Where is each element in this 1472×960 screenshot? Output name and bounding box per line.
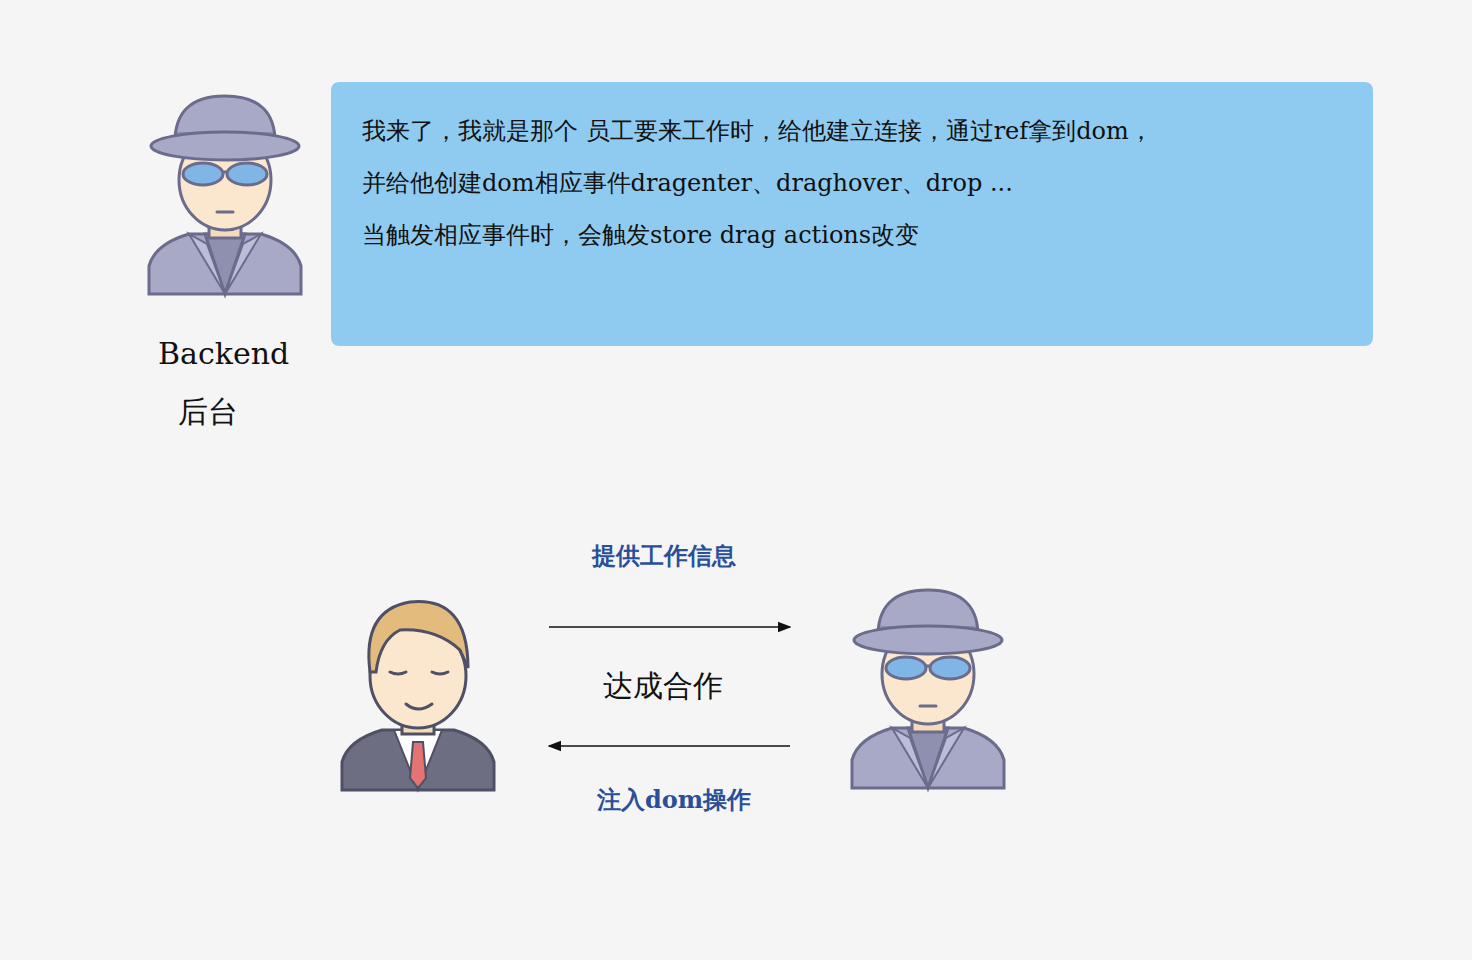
- arrow-label: 提供工作信息: [592, 540, 736, 572]
- note-text: 当触发相应事件时，会触发store drag actions改变: [362, 209, 1353, 261]
- caption-en: Backend: [158, 336, 289, 371]
- note-text: 并给他创建dom相应事件dragenter、draghover、drop ...: [362, 157, 1353, 209]
- caption-zh: 后台: [178, 392, 238, 433]
- arrow-label: 注入dom操作: [597, 784, 751, 816]
- center-label: 达成合作: [603, 666, 723, 707]
- note-box: 我来了，我就是那个 员工要来工作时，给他建立连接，通过ref拿到dom，并给他创…: [331, 82, 1373, 346]
- note-text: 我来了，我就是那个 员工要来工作时，给他建立连接，通过ref拿到dom，: [362, 105, 1353, 157]
